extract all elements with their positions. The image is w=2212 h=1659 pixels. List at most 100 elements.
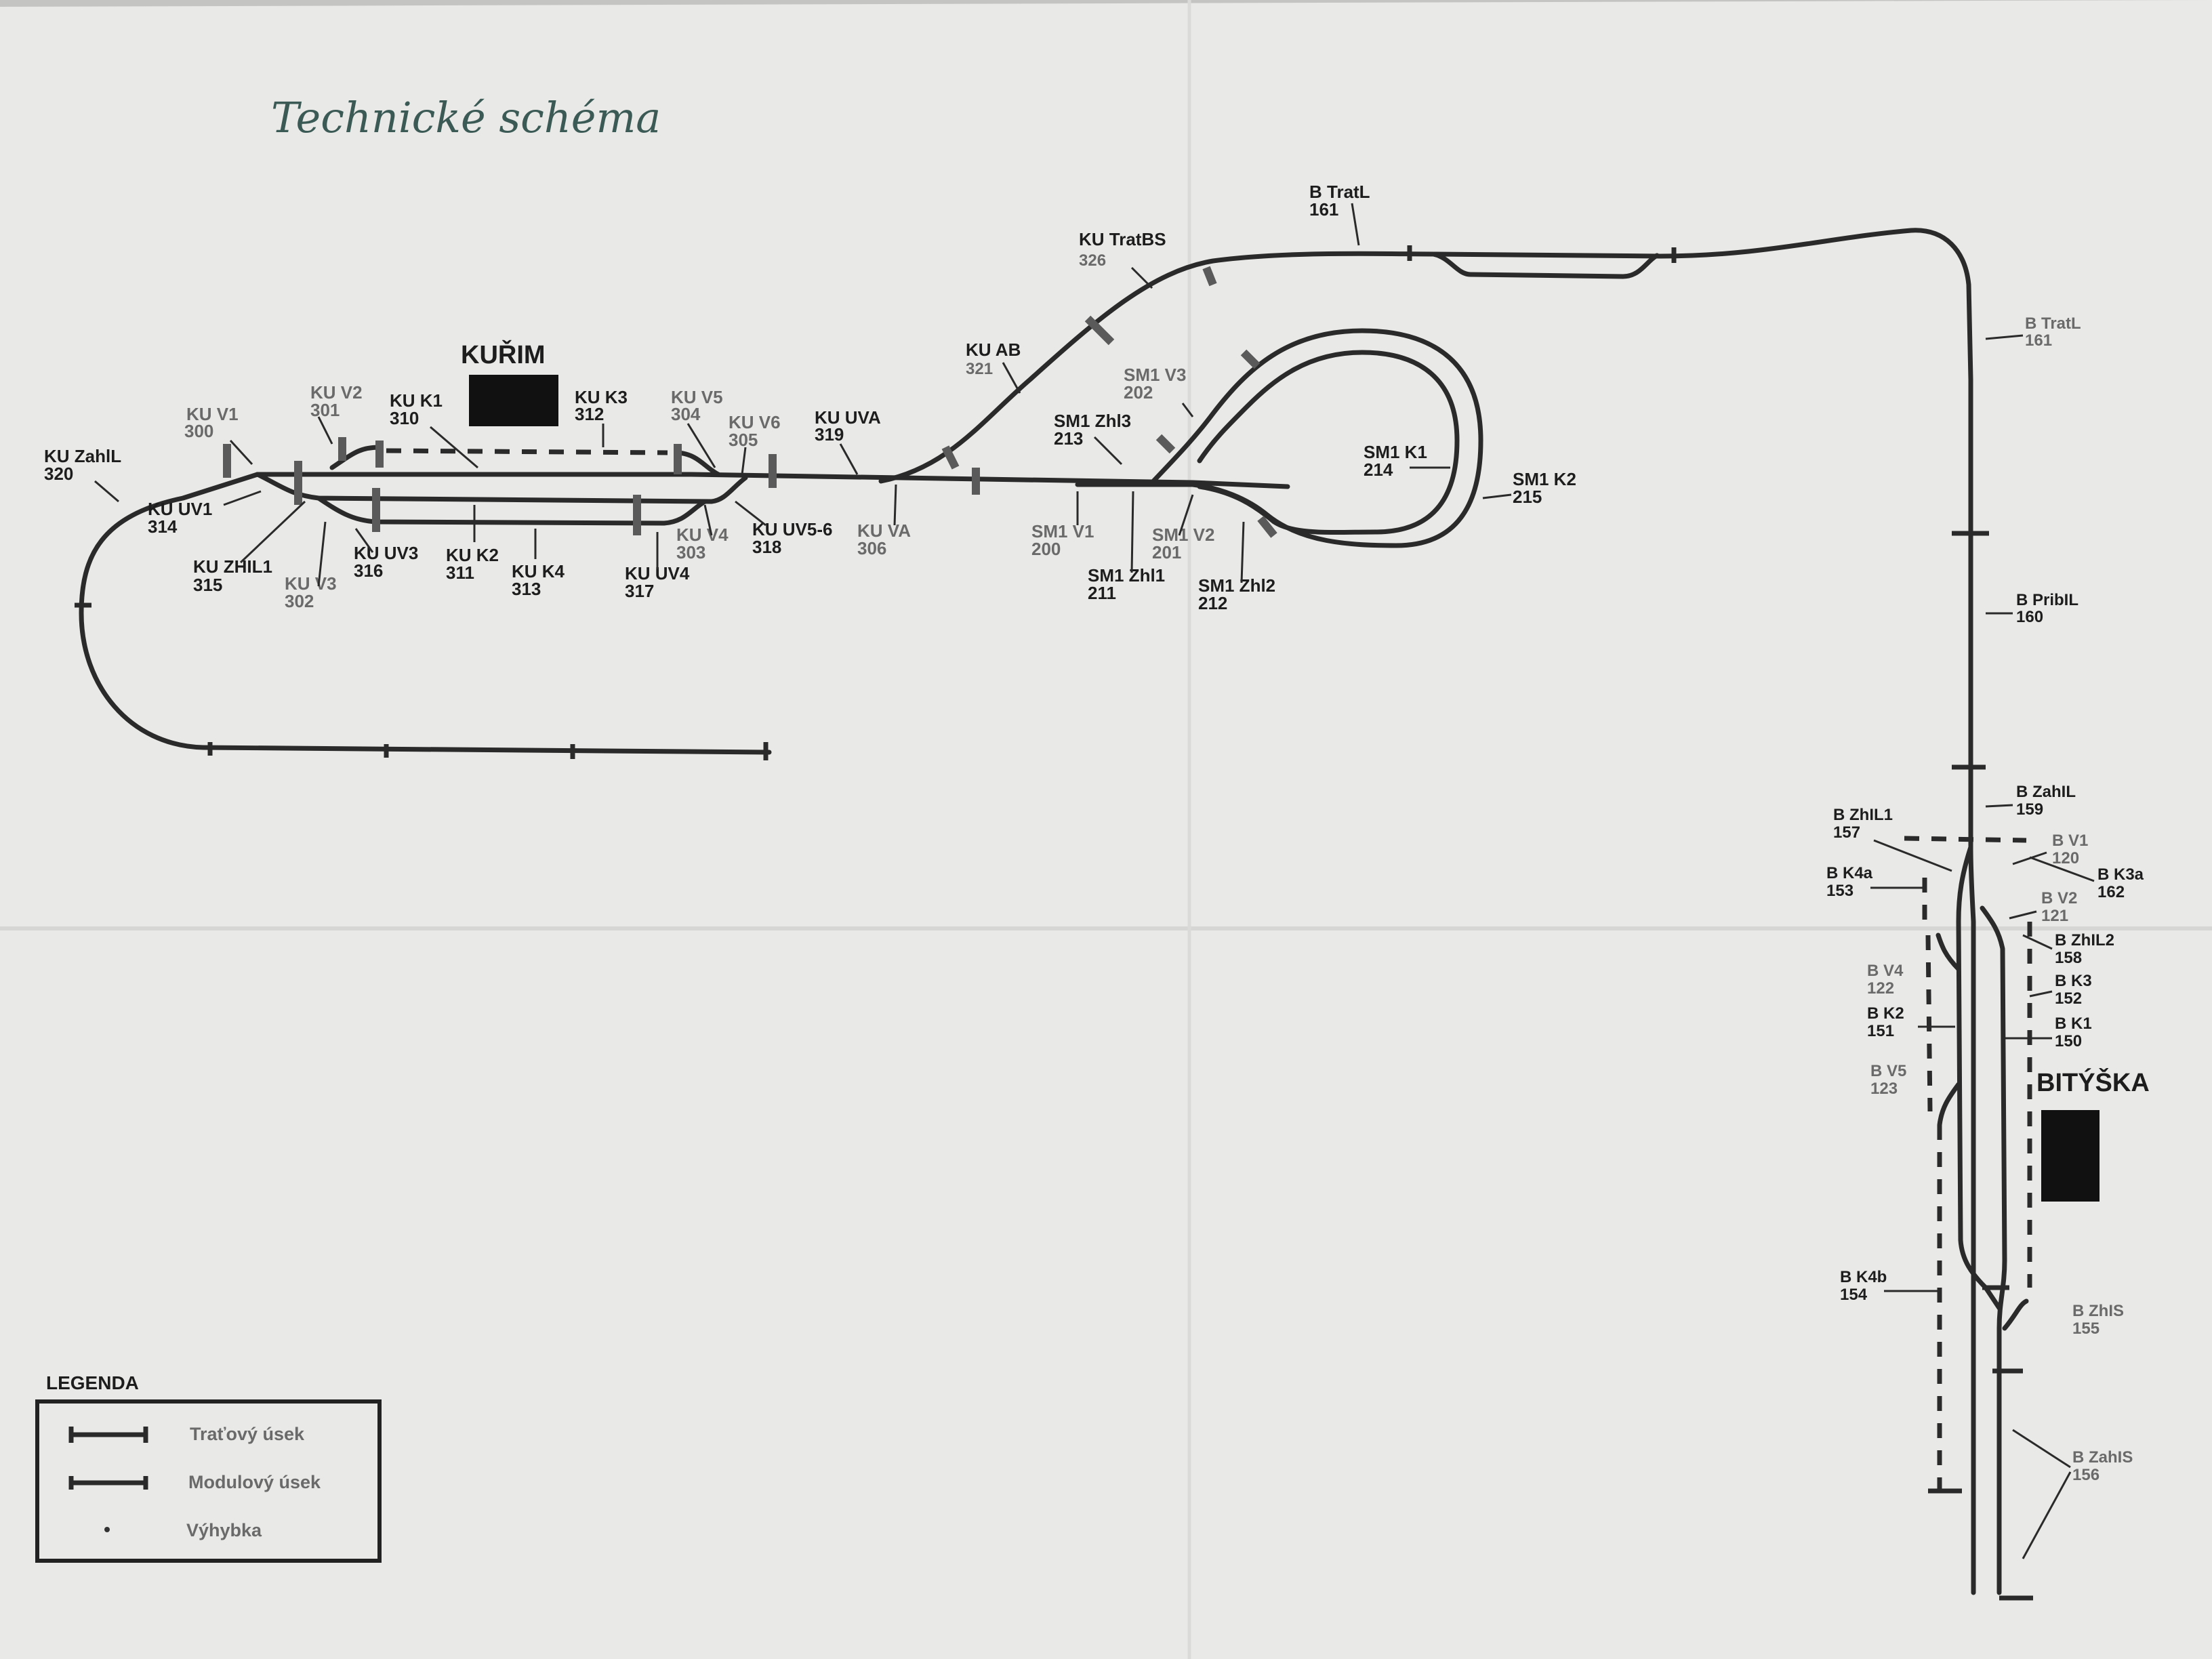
label-sm1-zhl2: SM1 Zhl2 — [1198, 575, 1275, 596]
arrow — [2022, 1471, 2072, 1559]
arrow — [687, 423, 716, 468]
legend-heading: LEGENDA — [46, 1372, 139, 1393]
track-b-tratl — [1434, 228, 1973, 762]
number-ku-uv56: 318 — [752, 537, 781, 557]
label-b-zahil: B ZahIL — [2016, 783, 2076, 801]
arrow — [223, 490, 262, 506]
number-ku-uv4: 317 — [625, 581, 654, 601]
label-b-k2: B K2 — [1867, 1004, 1904, 1023]
number-b-tratl-top: 161 — [1309, 199, 1338, 220]
number-b-tratl-right: 161 — [2025, 331, 2052, 350]
number-b-k4a: 153 — [1826, 882, 1853, 900]
arrow — [893, 484, 897, 526]
arrow — [354, 528, 374, 553]
station-name-kurim: KUŘIM — [461, 340, 546, 369]
arrow — [94, 480, 119, 503]
label-b-v2: B V2 — [2041, 889, 2077, 907]
arrow — [1130, 266, 1153, 289]
label-ku-v3: KU V3 — [285, 573, 337, 594]
track-ku-ab-tratbs — [878, 251, 1439, 484]
marker — [1257, 516, 1277, 538]
marker — [941, 445, 960, 470]
number-ku-v3: 302 — [285, 591, 314, 611]
label-b-v4: B V4 — [1867, 962, 1904, 980]
label-ku-k1: KU K1 — [390, 390, 443, 411]
number-ku-ab: 321 — [966, 360, 993, 378]
label-sm1-zhl1: SM1 Zhl1 — [1088, 565, 1165, 586]
track-b-k3a-dashed — [1904, 836, 2027, 843]
track-top-passing-siding — [1431, 251, 1660, 279]
number-sm1-v2: 201 — [1152, 542, 1181, 562]
label-b-tratl-right: B TratL — [2025, 314, 2081, 333]
number-sm1-v3: 202 — [1124, 382, 1153, 403]
number-ku-uv1: 314 — [148, 516, 178, 537]
marker — [1084, 315, 1115, 346]
number-ku-v1: 300 — [184, 421, 213, 441]
arrow — [2029, 990, 2053, 998]
label-ku-k3: KU K3 — [575, 387, 628, 407]
arrow — [1351, 203, 1360, 246]
label-b-k1: B K1 — [2055, 1015, 2092, 1033]
arrow — [741, 447, 747, 475]
number-b-k1: 150 — [2055, 1032, 2082, 1050]
track-sm1-balloon-inner — [1197, 350, 1460, 535]
arrow — [1178, 494, 1194, 536]
number-b-v2: 121 — [2041, 907, 2068, 925]
arrow — [229, 439, 253, 466]
marker — [1202, 266, 1217, 287]
marker — [1240, 349, 1261, 369]
station-name-bityska: BITÝŠKA — [2036, 1067, 2150, 1097]
track-b-k1 — [1980, 905, 2007, 1595]
label-b-tratl-top: B TratL — [1309, 182, 1370, 202]
label-ku-v1: KU V1 — [186, 404, 239, 424]
arrow — [1093, 436, 1123, 466]
section-markers — [75, 245, 2023, 1374]
number-sm1-k1: 214 — [1364, 459, 1393, 480]
track-ku-k3 — [386, 448, 668, 455]
label-b-v1: B V1 — [2052, 832, 2088, 850]
number-ku-uv3: 316 — [354, 560, 383, 581]
number-ku-k4: 313 — [512, 579, 541, 599]
arrow — [1240, 521, 1245, 583]
legend-swatch-vyhybka — [104, 1527, 110, 1532]
arrow — [735, 500, 766, 527]
label-ku-ab: KU AB — [966, 340, 1021, 360]
label-ku-v5: KU V5 — [671, 387, 723, 407]
number-ku-zahil: 320 — [44, 464, 73, 484]
track-b-k2 — [1956, 844, 2002, 1311]
label-ku-k2: KU K2 — [446, 545, 499, 565]
label-ku-uv1: KU UV1 — [148, 499, 212, 519]
number-sm1-k2: 215 — [1513, 487, 1542, 507]
track-b-v5 — [1937, 1082, 1961, 1128]
number-b-v1: 120 — [2052, 849, 2079, 867]
number-b-k4b: 154 — [1840, 1286, 1868, 1304]
number-ku-va: 306 — [857, 538, 886, 558]
number-ku-v6: 305 — [729, 430, 758, 450]
number-ku-uva-319: 319 — [815, 424, 844, 445]
label-ku-v2: KU V2 — [310, 382, 363, 403]
label-ku-tratbs: KU TratBS — [1079, 229, 1166, 249]
track-b-zhis — [2002, 1298, 2029, 1331]
arrow — [1002, 362, 1021, 394]
label-sm1-v1: SM1 V1 — [1031, 521, 1094, 541]
number-b-zahis: 156 — [2072, 1466, 2100, 1484]
number-ku-v4: 303 — [676, 542, 705, 562]
label-b-zhil1: B ZhIL1 — [1833, 806, 1893, 824]
label-b-v5: B V5 — [1870, 1062, 1906, 1080]
number-b-v4: 122 — [1867, 979, 1894, 998]
arrow — [2022, 934, 2053, 950]
arrow — [1130, 491, 1134, 573]
number-ku-v5: 304 — [671, 404, 701, 424]
number-sm1-zhl2: 212 — [1198, 593, 1227, 613]
number-b-k2: 151 — [1867, 1022, 1894, 1040]
label-b-zhis: B ZhIS — [2072, 1302, 2124, 1320]
track-b-k4-dashed — [1922, 878, 1942, 1491]
legend-label-modul: Modulový úsek — [188, 1472, 321, 1492]
pointer-arrows — [94, 203, 2095, 1559]
track-main-line — [255, 472, 1290, 489]
number-ku-k2: 311 — [446, 562, 474, 583]
marker — [1155, 434, 1176, 454]
number-b-zhil1: 157 — [1833, 823, 1860, 842]
